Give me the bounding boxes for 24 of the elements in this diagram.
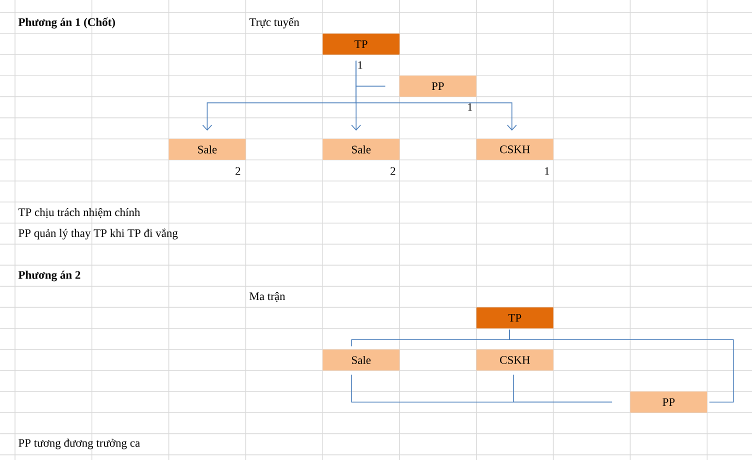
note-text: PP quản lý thay TP khi TP đi vắng — [18, 228, 178, 240]
position-box: Sale — [322, 138, 400, 160]
connector-line — [509, 329, 734, 402]
headcount-number: 2 — [390, 167, 396, 175]
section-heading: Phương án 2 — [18, 270, 80, 282]
headcount-number: 2 — [236, 167, 240, 175]
position-box: CSKH — [476, 349, 554, 371]
position-box: PP — [630, 392, 708, 413]
position-box: TP — [476, 307, 554, 328]
position-box: CSKH — [476, 138, 554, 160]
position-box: TP — [322, 34, 400, 55]
position-box: Sale — [168, 138, 246, 160]
headcount-number: 1 — [358, 61, 362, 69]
position-box: Sale — [322, 349, 400, 371]
note-text: TP chịu trách nhiệm chính — [18, 208, 140, 218]
note-text: Ma trận — [250, 292, 286, 302]
note-text: PP tương đương trưởng ca — [18, 438, 140, 450]
note-text: Trực tuyến — [249, 18, 300, 28]
arrow — [356, 60, 517, 131]
section-heading: Phương án 1 (Chốt) — [18, 18, 115, 28]
position-box: PP — [399, 76, 476, 97]
headcount-number: 1 — [545, 167, 550, 175]
headcount-number: 1 — [468, 103, 472, 111]
connector-line — [513, 374, 612, 402]
